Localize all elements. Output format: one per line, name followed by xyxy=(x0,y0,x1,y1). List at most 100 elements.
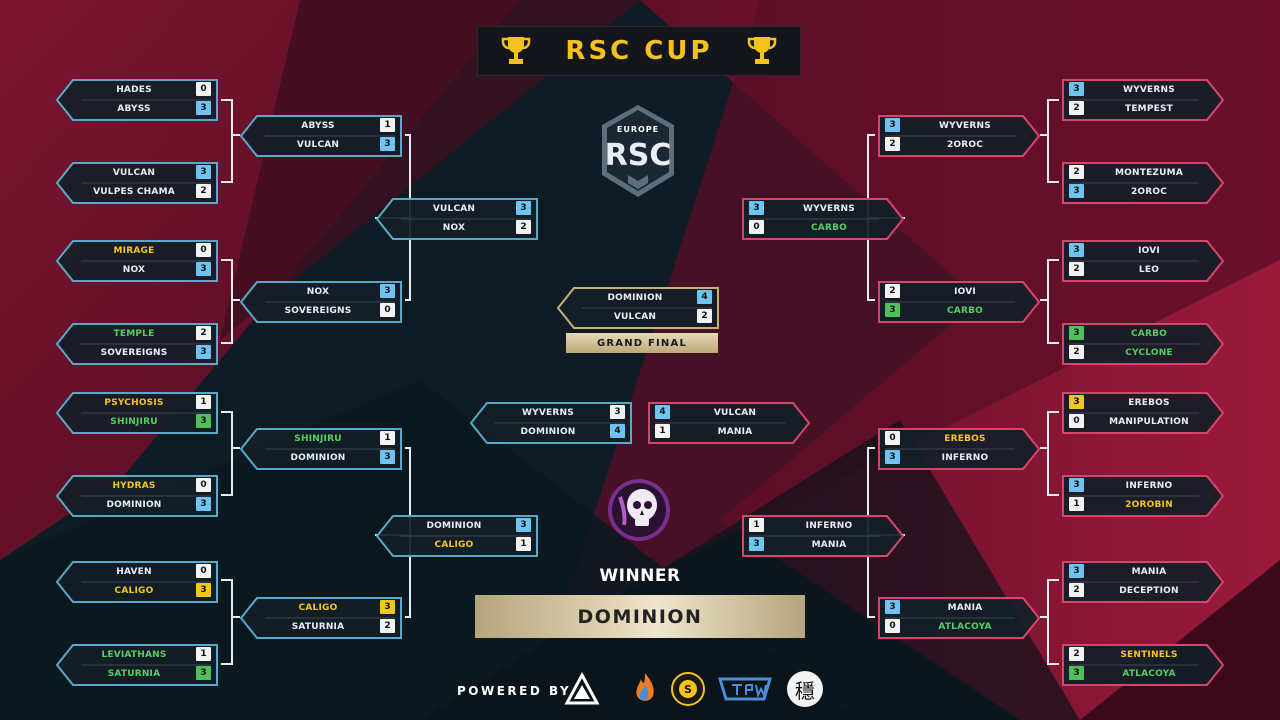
team-score: 2 xyxy=(885,284,900,298)
team-name: VULCAN xyxy=(713,407,757,418)
team-score: 1 xyxy=(516,537,531,551)
team-score: 1 xyxy=(380,431,395,445)
team-name: MONTEZUMA xyxy=(1115,167,1183,178)
team-name: IOVI xyxy=(954,286,976,297)
team-score: 0 xyxy=(196,478,211,492)
team-score: 2 xyxy=(516,220,531,234)
match-frame xyxy=(1062,392,1225,434)
trophy-icon xyxy=(502,37,531,64)
team-score: 3 xyxy=(196,583,211,597)
team-name: TEMPLE xyxy=(113,328,155,339)
team-name: 2OROC xyxy=(1130,186,1168,197)
team-name: WYVERNS xyxy=(522,407,574,418)
team-name: ATLACOYA xyxy=(938,621,992,632)
team-score: 3 xyxy=(196,666,211,680)
match-frame xyxy=(1062,240,1225,282)
team-score: 4 xyxy=(697,290,712,304)
team-score: 3 xyxy=(1069,395,1084,409)
match-frame xyxy=(1062,162,1225,204)
team-name: DOMINION xyxy=(520,426,576,437)
team-name: NOX xyxy=(442,222,466,233)
team-name: EREBOS xyxy=(944,433,986,444)
team-score: 1 xyxy=(196,647,211,661)
team-score: 2 xyxy=(697,309,712,323)
match-frame xyxy=(1062,475,1225,517)
team-score: 0 xyxy=(749,220,764,234)
match-frame xyxy=(239,281,402,323)
team-score: 2 xyxy=(1069,647,1084,661)
team-name: CYCLONE xyxy=(1125,347,1173,358)
team-score: 3 xyxy=(196,262,211,276)
sponsor-logo-flame-icon xyxy=(636,673,654,701)
team-name: IOVI xyxy=(1138,245,1160,256)
team-name: 2OROC xyxy=(946,139,984,150)
team-name: VULCAN xyxy=(613,311,657,322)
winner-name: DOMINION xyxy=(475,595,805,638)
sponsor-logo-triangle-icon xyxy=(564,671,600,705)
sponsor-logo-seal-icon: 穩 xyxy=(787,671,823,707)
team-score: 3 xyxy=(1069,184,1084,198)
match-frame xyxy=(55,323,218,365)
team-score: 3 xyxy=(885,600,900,614)
team-score: 2 xyxy=(885,137,900,151)
team-name: DOMINION xyxy=(607,292,663,303)
team-name: CARBO xyxy=(810,222,847,233)
match-frame xyxy=(239,428,402,470)
svg-text:S: S xyxy=(684,683,692,696)
team-score: 3 xyxy=(196,497,211,511)
team-name: NOX xyxy=(306,286,330,297)
team-score: 3 xyxy=(196,414,211,428)
team-name: VULCAN xyxy=(296,139,340,150)
team-score: 0 xyxy=(1069,414,1084,428)
team-name: DOMINION xyxy=(290,452,346,463)
team-name: VULCAN xyxy=(112,167,156,178)
team-score: 2 xyxy=(1069,345,1084,359)
team-name: INFERNO xyxy=(941,452,989,463)
match-frame xyxy=(878,281,1041,323)
team-name: DOMINION xyxy=(106,499,162,510)
winner-label: WINNER xyxy=(599,566,681,586)
team-name: ATLACOYA xyxy=(1122,668,1176,679)
team-name: PSYCHOSIS xyxy=(104,397,164,408)
team-name: HYDRAS xyxy=(112,480,156,491)
match-frame xyxy=(469,402,632,444)
match-frame xyxy=(375,515,538,557)
team-score: 3 xyxy=(749,537,764,551)
team-name: HADES xyxy=(116,84,152,95)
dominion-skull-logo xyxy=(608,479,670,541)
team-score: 3 xyxy=(380,137,395,151)
team-score: 0 xyxy=(196,82,211,96)
team-score: 1 xyxy=(749,518,764,532)
team-score: 0 xyxy=(196,243,211,257)
team-score: 4 xyxy=(655,405,670,419)
match-frame xyxy=(1062,79,1225,121)
team-name: VULPES CHAMA xyxy=(93,186,175,197)
team-score: 2 xyxy=(196,326,211,340)
team-name: VULCAN xyxy=(432,203,476,214)
title-bar: RSC CUP xyxy=(477,26,801,76)
team-score: 3 xyxy=(380,284,395,298)
team-score: 3 xyxy=(196,165,211,179)
team-name: SATURNIA xyxy=(107,668,161,679)
team-score: 3 xyxy=(1069,564,1084,578)
